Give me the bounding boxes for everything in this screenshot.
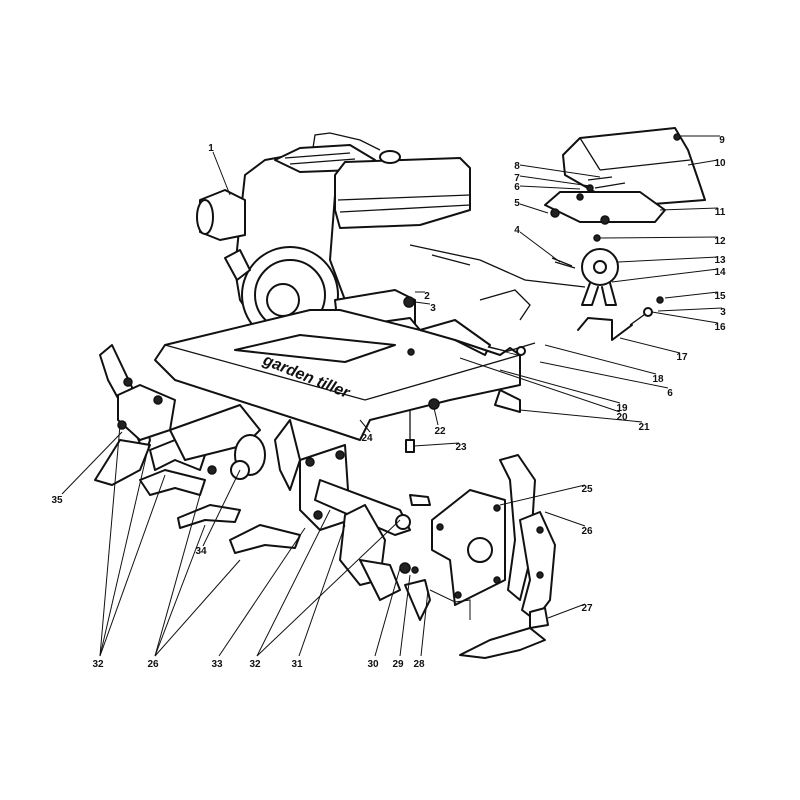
callout-number-29: 29 bbox=[392, 659, 404, 670]
callout-leader-10 bbox=[687, 159, 719, 166]
callout-number-34: 34 bbox=[195, 546, 207, 557]
callout-leader-24 bbox=[359, 419, 371, 433]
center-shaft-assembly bbox=[299, 444, 431, 601]
callout-leader-34 bbox=[202, 469, 241, 547]
callout-number-8: 8 bbox=[514, 161, 520, 172]
callout-number-13: 13 bbox=[714, 255, 726, 266]
callout-number-16: 16 bbox=[714, 322, 726, 333]
callout-number-10: 10 bbox=[714, 158, 726, 169]
callout-number-7: 7 bbox=[514, 173, 520, 184]
callout-number-15: 15 bbox=[714, 291, 726, 302]
callout-leader-7 bbox=[519, 175, 591, 187]
belt-guard bbox=[544, 127, 706, 225]
callout-number-1: 1 bbox=[208, 143, 214, 154]
callout-leader-31 bbox=[298, 524, 346, 657]
callout-number-12: 12 bbox=[714, 236, 726, 247]
callout-leader-32 bbox=[99, 424, 121, 657]
pulley-assembly bbox=[551, 234, 664, 341]
callout-number-11: 11 bbox=[715, 207, 726, 218]
callout-leader-extra bbox=[99, 474, 166, 657]
callout-number-27: 27 bbox=[581, 603, 593, 614]
callout-leader-6 bbox=[519, 185, 581, 190]
callout-leader-21 bbox=[519, 409, 643, 423]
callout-leader-8 bbox=[519, 164, 601, 178]
hardware bbox=[409, 176, 613, 288]
callout-number-31: 31 bbox=[291, 659, 303, 670]
callout-number-32: 32 bbox=[92, 659, 104, 670]
callout-leader-35 bbox=[61, 431, 123, 495]
callout-number-6: 6 bbox=[514, 182, 520, 193]
callout-number-3: 3 bbox=[720, 307, 726, 318]
right-tine-assembly bbox=[404, 454, 556, 659]
callout-leader-27 bbox=[547, 603, 586, 619]
callout-leader-extra bbox=[256, 519, 401, 657]
callout-number-4: 4 bbox=[514, 225, 520, 236]
callout-leader-18 bbox=[544, 344, 657, 375]
callout-leader-26 bbox=[544, 511, 586, 527]
callout-number-35: 35 bbox=[51, 495, 63, 506]
callout-leader-extra bbox=[99, 439, 151, 657]
callout-leader-15 bbox=[664, 291, 719, 299]
callout-leader-12 bbox=[599, 236, 719, 239]
callout-number-26: 26 bbox=[581, 526, 593, 537]
callout-leader-20 bbox=[459, 357, 621, 413]
callout-number-2: 2 bbox=[424, 291, 430, 302]
callout-leader-26 bbox=[154, 559, 241, 657]
callout-number-3: 3 bbox=[430, 303, 436, 314]
callout-leader-22 bbox=[433, 407, 439, 426]
callout-leader-5 bbox=[519, 203, 549, 214]
callout-leader-28 bbox=[420, 589, 429, 657]
callout-leader-29 bbox=[399, 574, 411, 657]
callout-number-24: 24 bbox=[361, 433, 373, 444]
callout-number-22: 22 bbox=[434, 426, 446, 437]
callout-number-21: 21 bbox=[638, 422, 650, 433]
callout-leader-13 bbox=[617, 256, 719, 263]
callout-number-28: 28 bbox=[413, 659, 425, 670]
callout-leader-1 bbox=[212, 151, 231, 196]
callout-number-26: 26 bbox=[147, 659, 159, 670]
callout-leader-33 bbox=[218, 527, 306, 657]
callout-number-14: 14 bbox=[714, 267, 726, 278]
callout-leader-4 bbox=[519, 231, 561, 263]
callout-number-23: 23 bbox=[455, 442, 467, 453]
callout-leader-16 bbox=[651, 311, 719, 324]
callout-number-19: 19 bbox=[616, 403, 628, 414]
tiller-frame: garden tiller bbox=[154, 289, 536, 453]
callout-leader-32 bbox=[256, 509, 331, 657]
callout-leader-19 bbox=[499, 369, 621, 404]
callout-leader-6 bbox=[539, 361, 669, 389]
callout-number-30: 30 bbox=[367, 659, 379, 670]
callout-leader-3 bbox=[414, 301, 431, 305]
callout-leader-25 bbox=[499, 484, 586, 506]
callout-number-32: 32 bbox=[249, 659, 261, 670]
callout-number-5: 5 bbox=[514, 198, 520, 209]
callout-number-25: 25 bbox=[581, 484, 593, 495]
callout-leader-30 bbox=[374, 567, 401, 657]
callout-number-17: 17 bbox=[676, 352, 688, 363]
callout-leader-14 bbox=[611, 268, 719, 283]
callout-number-20: 20 bbox=[616, 412, 628, 423]
callout-leader-11 bbox=[659, 207, 719, 211]
callout-leader-17 bbox=[619, 337, 681, 354]
callout-number-6: 6 bbox=[667, 388, 673, 399]
callout-leader-extra bbox=[154, 494, 201, 657]
callout-number-33: 33 bbox=[211, 659, 223, 670]
callout-number-9: 9 bbox=[719, 135, 725, 146]
callout-leader-3 bbox=[657, 307, 723, 312]
callout-leader-23 bbox=[413, 442, 460, 447]
callout-leader-extra bbox=[154, 524, 206, 657]
callout-number-18: 18 bbox=[652, 374, 664, 385]
